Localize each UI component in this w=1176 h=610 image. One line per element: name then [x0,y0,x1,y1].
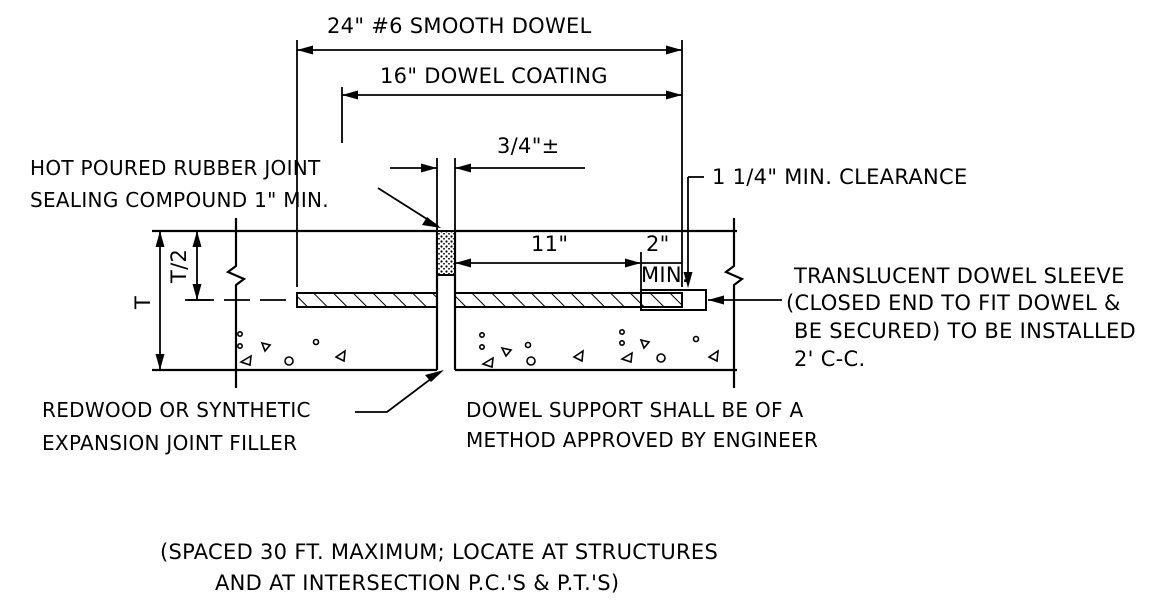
sleeve-label-line4: 2' C-C. [794,347,866,371]
dimension-16-coating: 16" DOWEL COATING [341,64,682,143]
dowel-bar [188,289,707,311]
dimension-24-dowel: 24" #6 SMOOTH DOWEL [296,14,683,287]
sleeve-label-line2: (CLOSED END TO FIT DOWEL & [786,291,1121,315]
half-thickness-label: T/2 [167,249,191,284]
support-label-line1: DOWEL SUPPORT SHALL BE OF A [466,398,803,422]
slab-outline [152,218,745,388]
dimension-joint-gap: 3/4"± [390,134,585,231]
dowel-left-section [296,292,438,308]
clearance-label: 1 1/4" MIN. CLEARANCE [712,165,968,189]
filler-callout: REDWOOD OR SYNTHETIC EXPANSION JOINT FIL… [42,370,444,455]
dowel-sleeve [640,289,707,311]
sleeve-label-line1: TRANSLUCENT DOWEL SLEEVE [793,264,1125,288]
slab-break-line-right [723,218,745,388]
expansion-joint [435,230,457,370]
filler-label-line1: REDWOOD OR SYNTHETIC [42,398,311,422]
dimension-11-and-2: 11" 2" MIN. [455,232,689,290]
support-label-line2: METHOD APPROVED BY ENGINEER [466,428,818,452]
sealant-callout: HOT POURED RUBBER JOINT SEALING COMPOUND… [30,156,441,228]
sealant-label-line2: SEALING COMPOUND 1" MIN. [30,188,329,212]
slab-break-line-left [225,218,247,388]
thickness-dimensions: T T/2 [131,230,210,371]
sealant-label-line1: HOT POURED RUBBER JOINT [30,156,321,180]
filler-label-line2: EXPANSION JOINT FILLER [42,431,297,455]
dowel-coating-label: 16" DOWEL COATING [380,64,608,88]
concrete-aggregate [237,328,719,369]
dowel-right-section [454,292,683,308]
sleeve-label-line3: BE SECURED) TO BE INSTALLED [794,319,1136,343]
spacing-note-line1: (SPACED 30 FT. MAXIMUM; LOCATE AT STRUCT… [160,540,718,564]
support-note: DOWEL SUPPORT SHALL BE OF A METHOD APPRO… [466,398,818,452]
dim-min-label: MIN. [641,263,689,287]
dim-2-label: 2" [646,232,670,256]
dowel-length-label: 24" #6 SMOOTH DOWEL [327,14,592,38]
joint-gap-label: 3/4"± [497,134,560,158]
thickness-label: T [131,296,155,310]
clearance-callout: 1 1/4" MIN. CLEARANCE [683,165,968,288]
spacing-note-line2: AND AT INTERSECTION P.C.'S & P.T.'S) [215,571,619,595]
sealing-compound [436,230,456,276]
sleeve-callout: TRANSLUCENT DOWEL SLEEVE (CLOSED END TO … [708,264,1136,371]
spacing-note: (SPACED 30 FT. MAXIMUM; LOCATE AT STRUCT… [160,540,718,595]
dim-11-label: 11" [531,232,568,256]
